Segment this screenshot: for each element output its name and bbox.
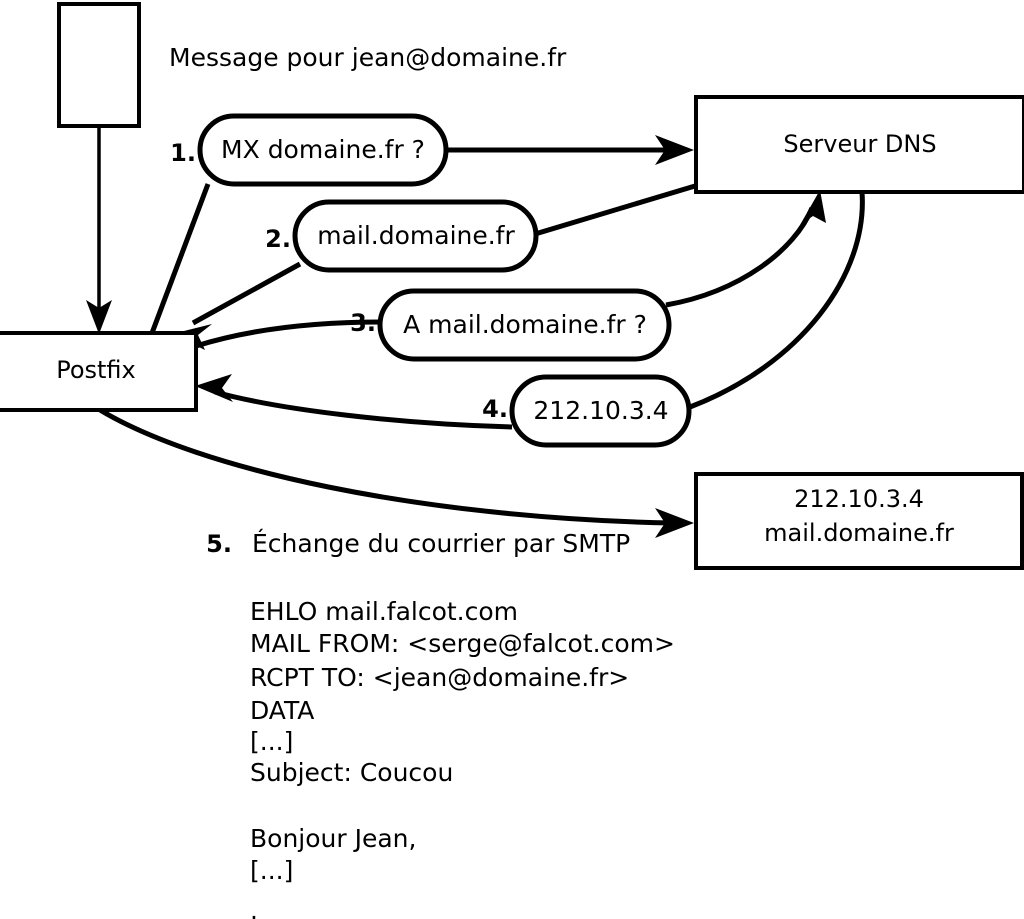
edge-step3-bubble-to-dns — [665, 190, 826, 308]
smtp-line: . — [250, 896, 258, 919]
smtp-line: MAIL FROM: <serge@falcot.com> — [250, 629, 675, 658]
bubble-step-4[interactable]: 212.10.3.4 — [509, 374, 692, 448]
bubble-step-4-label: 212.10.3.4 — [533, 396, 668, 425]
edge-sender-to-postfix — [86, 126, 112, 334]
node-sender-box[interactable] — [57, 2, 141, 128]
node-dns-label: Serveur DNS — [783, 130, 936, 158]
edge-step5-postfix-to-mailserver — [98, 407, 694, 538]
step-number-3: 3. — [350, 309, 376, 337]
smtp-line: [...] — [250, 856, 293, 885]
step-number-5: 5. — [206, 530, 232, 558]
smtp-line: DATA — [250, 696, 314, 725]
smtp-line: Subject: Coucou — [250, 758, 453, 787]
edge-step4-dns-to-bubble — [689, 191, 865, 410]
step-5-label: Échange du courrier par SMTP — [252, 529, 630, 558]
node-mailserver-hostname: mail.domaine.fr — [764, 519, 954, 547]
node-postfix-label: Postfix — [56, 356, 136, 384]
node-mailserver-ip: 212.10.3.4 — [794, 485, 924, 513]
bubble-step-2[interactable]: mail.domaine.fr — [292, 199, 539, 273]
edge-step1-bubble-to-dns — [447, 135, 694, 165]
bubble-step-3[interactable]: A mail.domaine.fr ? — [377, 288, 672, 362]
smtp-transcript: EHLO mail.falcot.com MAIL FROM: <serge@f… — [250, 597, 675, 919]
smtp-line: [...] — [250, 727, 293, 756]
bubble-step-2-label: mail.domaine.fr — [317, 221, 515, 250]
smtp-line: EHLO mail.falcot.com — [250, 597, 518, 626]
step-number-4: 4. — [482, 395, 508, 423]
edge-step1-postfix-to-bubble — [149, 183, 211, 334]
step-number-1: 1. — [170, 139, 196, 167]
node-mailserver-box[interactable]: 212.10.3.4 mail.domaine.fr — [694, 472, 1024, 570]
step-number-2: 2. — [265, 225, 291, 253]
edge-step4-bubble-to-postfix — [195, 374, 513, 430]
node-dns-box[interactable]: Serveur DNS — [694, 95, 1024, 194]
node-postfix-box[interactable]: Postfix — [0, 331, 198, 412]
bubble-step-1[interactable]: MX domaine.fr ? — [197, 113, 449, 187]
diagram-caption: Message pour jean@domaine.fr — [169, 43, 567, 72]
edge-step3-postfix-to-bubble — [195, 319, 383, 349]
smtp-line: RCPT TO: <jean@domaine.fr> — [250, 663, 629, 692]
bubble-step-3-label: A mail.domaine.fr ? — [403, 310, 647, 339]
bubble-step-1-label: MX domaine.fr ? — [221, 135, 425, 164]
smtp-line: Bonjour Jean, — [250, 824, 416, 853]
